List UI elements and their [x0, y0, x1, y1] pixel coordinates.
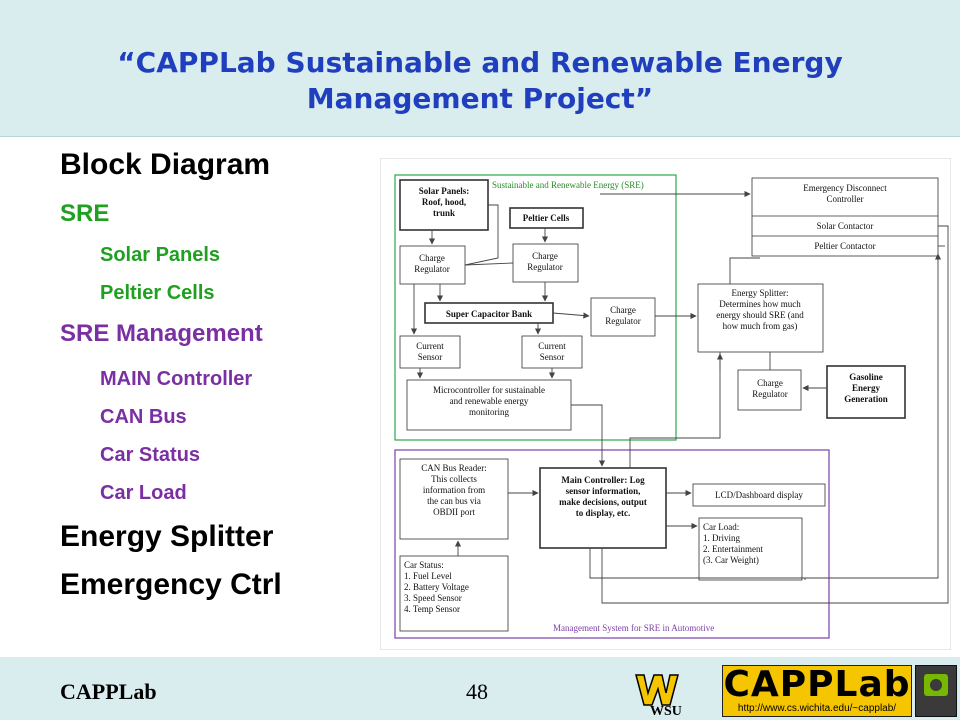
diagram-label-gasoline: Generation: [844, 394, 888, 404]
diagram-label-gasoline: Energy: [852, 383, 880, 393]
gpu-logo-eye: [930, 679, 942, 691]
diagram-label-micro: and renewable energy: [450, 396, 529, 406]
diagram-label-car-load: (3. Car Weight): [703, 555, 759, 565]
diagram-label-charge-reg-3: Charge: [610, 305, 636, 315]
gpu-logo: [915, 665, 957, 717]
diagram-label-charge-reg-1: Charge: [419, 253, 445, 263]
diagram-label-emergency: Emergency Disconnect: [803, 183, 887, 193]
diagram-label-charge-reg-2: Regulator: [527, 262, 563, 272]
diagram-label-main-ctrl: to display, etc.: [576, 508, 631, 518]
capplab-logo-text: CAPPLab: [723, 664, 911, 705]
wsu-shocker-mark: [635, 674, 679, 706]
footer-brand: CAPPLab: [60, 679, 157, 704]
diagram-label-current-2: Current: [538, 341, 566, 351]
bullet-level-3: Car Status: [100, 444, 201, 466]
diagram-label-car-status: 2. Battery Voltage: [404, 582, 469, 592]
diagram-label-solar-panels: trunk: [433, 208, 455, 218]
slide-title: “CAPPLab Sustainable and Renewable Energ…: [117, 46, 843, 115]
diagram-label-can-reader: This collects: [431, 474, 477, 484]
mgmt-region-label: Management System for SRE in Automotive: [553, 623, 714, 633]
wsu-logo-text: WSU: [650, 704, 682, 717]
slide-number: 48: [466, 679, 488, 704]
diagram-label-charge-reg-4: Charge: [757, 378, 783, 388]
bullet-level-3: Solar Panels: [100, 244, 221, 266]
bullet-level-2: SRE: [60, 200, 110, 227]
diagram-label-car-status: 4. Temp Sensor: [404, 604, 460, 614]
diagram-label-can-reader: CAN Bus Reader:: [421, 463, 487, 473]
diagram-label-current-2: Sensor: [540, 352, 565, 362]
diagram-label-emergency: Controller: [827, 194, 864, 204]
diagram-label-can-reader: information from: [423, 485, 485, 495]
diagram-label-can-reader: OBDII port: [433, 507, 475, 517]
wsu-logo: WSU: [630, 665, 712, 719]
diagram-label-car-status: Car Status:: [404, 560, 444, 570]
diagram-label-charge-reg-1: Regulator: [414, 264, 450, 274]
diagram-label-solar-panels: Roof, hood,: [422, 197, 466, 207]
diagram-label-car-load: Car Load:: [703, 522, 739, 532]
diagram-label-solar-panels: Solar Panels:: [419, 186, 470, 196]
diagram-label-peltier-contactor: Peltier Contactor: [814, 241, 875, 251]
diagram-label-gasoline: Gasoline: [849, 372, 883, 382]
diagram-label-main-ctrl: make decisions, output: [559, 497, 647, 507]
bullet-level-3: Car Load: [100, 482, 187, 504]
capplab-url: http://www.cs.wichita.edu/~capplab/: [737, 703, 897, 714]
bullet-level-3: MAIN Controller: [100, 368, 253, 390]
diagram-label-current-1: Sensor: [418, 352, 443, 362]
bullet-level-3: CAN Bus: [100, 406, 187, 428]
diagram-label-solar-contactor: Solar Contactor: [817, 221, 874, 231]
bullet-level-2: SRE Management: [60, 320, 263, 347]
diagram-label-splitter: Energy Splitter:: [731, 288, 788, 298]
diagram-label-charge-reg-4: Regulator: [752, 389, 788, 399]
diagram-label-peltier: Peltier Cells: [523, 213, 570, 223]
diagram-label-supercap: Super Capacitor Bank: [446, 309, 532, 319]
diagram-label-splitter: how much from gas): [723, 321, 798, 331]
bullet-level-3: Peltier Cells: [100, 282, 215, 304]
diagram-label-car-load: 1. Driving: [703, 533, 740, 543]
diagram-label-splitter: energy should SRE (and: [716, 310, 804, 320]
header-band: [0, 0, 960, 137]
diagram-label-car-status: 3. Speed Sensor: [404, 593, 462, 603]
diagram-label-can-reader: the can bus via: [427, 496, 481, 506]
diagram-label-micro: Microcontroller for sustainable: [433, 385, 545, 395]
bullet-level-1: Energy Splitter: [60, 520, 274, 553]
diagram-label-car-status: 1. Fuel Level: [404, 571, 452, 581]
bullet-level-1: Emergency Ctrl: [60, 568, 282, 601]
diagram-label-splitter: Determines how much: [719, 299, 801, 309]
diagram-label-lcd: LCD/Dashboard display: [715, 490, 803, 500]
diagram-label-charge-reg-2: Charge: [532, 251, 558, 261]
sre-region: [394, 174, 677, 441]
diagram-label-micro: monitoring: [469, 407, 509, 417]
block-diagram: Sustainable and Renewable Energy (SRE) M…: [379, 157, 952, 651]
sre-region-label: Sustainable and Renewable Energy (SRE): [492, 180, 644, 190]
diagram-label-main-ctrl: Main Controller: Log: [561, 475, 645, 485]
diagram-label-charge-reg-3: Regulator: [605, 316, 641, 326]
bullet-level-1: Block Diagram: [60, 148, 271, 181]
diagram-label-current-1: Current: [416, 341, 444, 351]
mgmt-region: [394, 449, 830, 639]
capplab-logo: CAPPLab http://www.cs.wichita.edu/~cappl…: [722, 664, 912, 717]
diagram-label-main-ctrl: sensor information,: [566, 486, 641, 496]
diagram-label-car-load: 2. Entertainment: [703, 544, 763, 554]
